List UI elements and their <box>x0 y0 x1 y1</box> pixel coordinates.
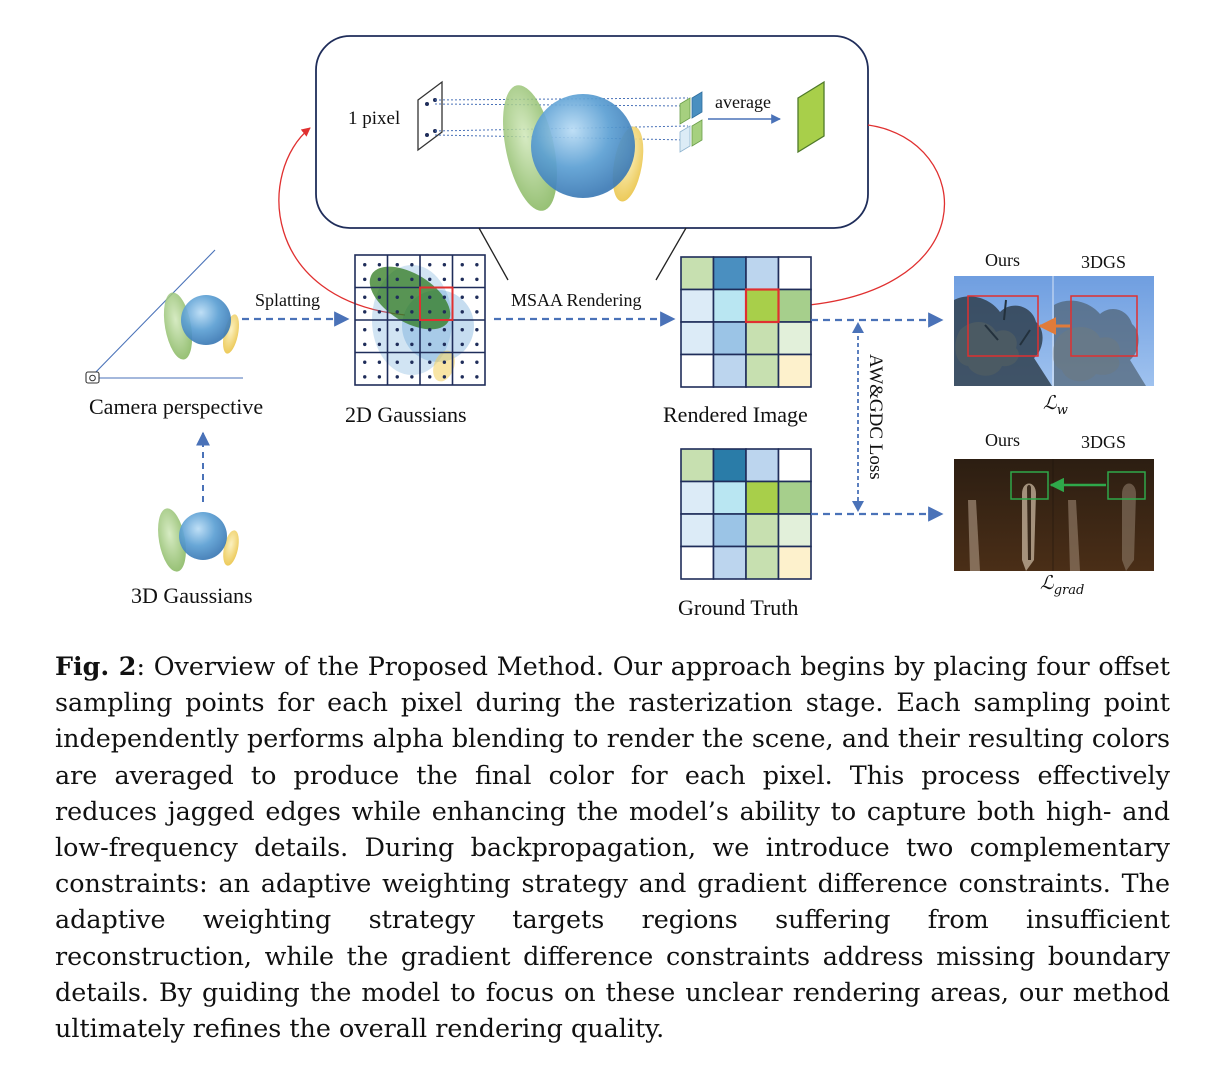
splatting-label: Splatting <box>255 290 321 310</box>
red-zoom-arrow-right <box>779 124 946 312</box>
dgs-bottom-label: 3DGS <box>1081 432 1127 452</box>
blue-gaussian-icon <box>531 94 635 198</box>
caption-text: : Overview of the Proposed Method. Our a… <box>55 651 1170 1044</box>
one-pixel-label: 1 pixel <box>348 108 401 129</box>
figure-caption: Fig. 2: Overview of the Proposed Method.… <box>55 648 1170 1046</box>
gaussians-3d-label: 3D Gaussians <box>131 583 253 608</box>
aw-gdc-loss-label: AW&GDC Loss <box>865 354 886 480</box>
loss-grad-label: ℒgrad <box>1040 572 1085 598</box>
dgs-top-label: 3DGS <box>1081 252 1127 272</box>
msaa-rendering-label: MSAA Rendering <box>511 290 642 310</box>
gaussians-2d-grid <box>354 254 486 386</box>
averaged-pixel-icon <box>797 80 825 154</box>
tree-comparison-crops <box>954 276 1154 386</box>
loss-w-label: ℒw <box>1043 392 1068 418</box>
ours-bottom-label: Ours <box>985 430 1020 450</box>
caption-figure-label: Fig. 2 <box>55 651 137 681</box>
rendered-image-label: Rendered Image <box>663 402 808 427</box>
average-label: average <box>715 92 771 112</box>
edge-comparison-crops <box>954 459 1154 571</box>
ground-truth-grid <box>680 448 812 580</box>
ours-top-label: Ours <box>985 250 1020 270</box>
camera-icon <box>85 371 100 384</box>
camera-perspective-label: Camera perspective <box>89 394 264 419</box>
gaussians-2d-label: 2D Gaussians <box>345 402 467 427</box>
ground-truth-label: Ground Truth <box>678 595 799 620</box>
method-overview-figure: 1 pixel average Splatting MSAA Rendering… <box>85 35 1154 620</box>
figure-graphics <box>85 35 1154 580</box>
rendered-image-grid <box>680 256 812 388</box>
